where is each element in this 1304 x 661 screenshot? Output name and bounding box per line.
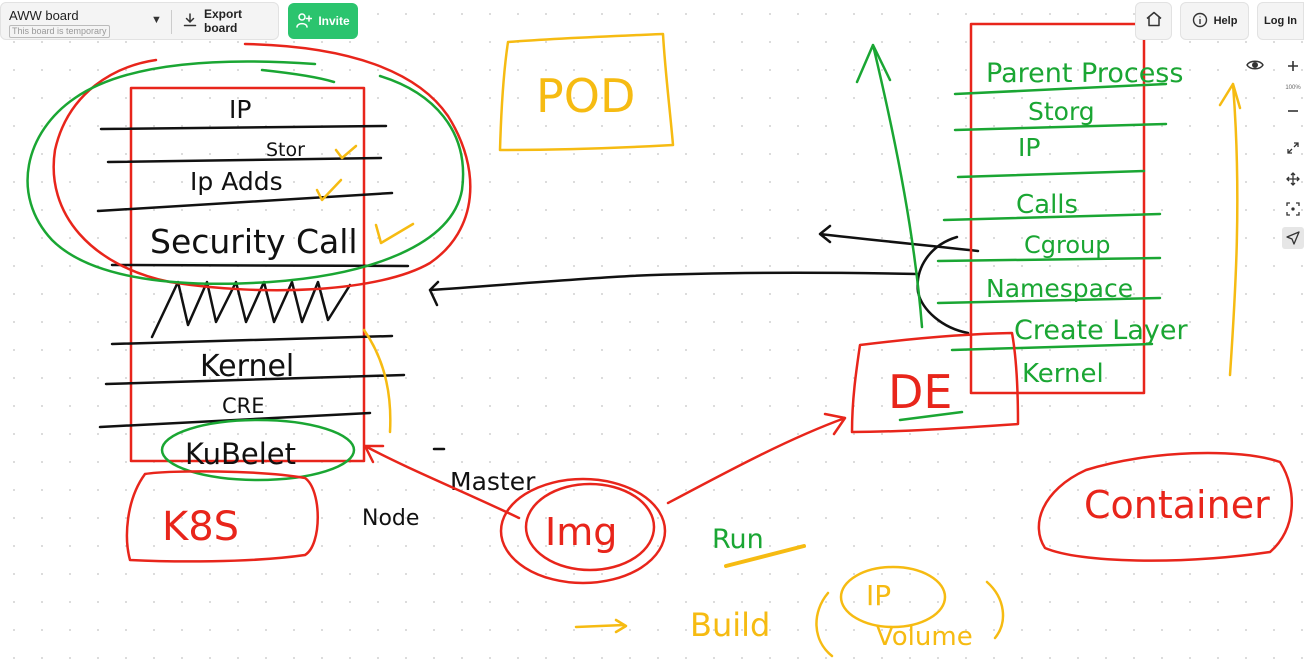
de-underline: [898, 410, 964, 422]
master-label: Master: [450, 467, 536, 496]
de-shape: [850, 331, 1020, 434]
export-board-button[interactable]: Export board: [177, 3, 278, 39]
download-icon: [183, 12, 197, 30]
build-paren-right: [985, 580, 1005, 640]
build-ip-label: IP: [866, 579, 891, 612]
help-button[interactable]: Help: [1180, 2, 1249, 40]
right-label-namespace: Namespace: [986, 274, 1133, 303]
calls-arc: [916, 235, 970, 335]
img-to-kubelet-arrow: [363, 444, 521, 520]
add-user-icon: [296, 12, 313, 31]
node-label: Node: [362, 506, 419, 531]
move-icon[interactable]: [1282, 168, 1304, 190]
img-label: Img: [545, 510, 617, 554]
left-checkmarks: [315, 144, 415, 245]
expand-icon[interactable]: [1282, 137, 1304, 159]
kubelet-ellipse: [160, 418, 356, 482]
img-to-de-arrow: [666, 412, 847, 505]
help-label: Help: [1213, 15, 1238, 27]
de-label: DE: [888, 365, 953, 419]
plus-icon[interactable]: [1282, 55, 1304, 77]
right-stack-labels: Parent Process Storg IP Calls Cgroup Nam…: [986, 58, 1188, 389]
divider: [171, 10, 172, 34]
build-paren-left: [815, 591, 834, 658]
left-label-cre: CRE: [222, 394, 265, 418]
img-ellipse-outer: [499, 477, 667, 585]
left-stack-dividers: [96, 124, 410, 429]
info-icon: [1192, 12, 1208, 31]
run-underline: [724, 544, 806, 568]
img-ellipse-inner: [524, 482, 656, 572]
build-label: Build: [690, 606, 770, 644]
right-label-cgroup: Cgroup: [1024, 231, 1110, 259]
right-label-storg: Storg: [1028, 97, 1095, 126]
fit-screen-icon[interactable]: [1282, 198, 1304, 220]
right-label-parent: Parent Process: [986, 58, 1183, 89]
board-name[interactable]: AWW board: [9, 8, 79, 23]
login-label: Log In: [1264, 15, 1297, 27]
container-label: Container: [1084, 483, 1270, 527]
left-label-kubelet: KuBelet: [185, 437, 296, 471]
left-label-security: Security Call: [150, 222, 358, 261]
chevron-down-icon[interactable]: ▼: [151, 14, 162, 26]
home-button[interactable]: [1135, 2, 1172, 40]
board-temporary-note: This board is temporary: [9, 25, 110, 38]
k8s-label: K8S: [162, 504, 239, 550]
left-label-ip: IP: [229, 95, 251, 124]
build-arrow: [574, 618, 628, 634]
green-up-arrow: [855, 43, 924, 329]
left-stack-labels: IP Stor Ip Adds Security Call Kernel CRE…: [150, 95, 358, 471]
invite-label: Invite: [318, 14, 350, 28]
volume-label: Volume: [876, 622, 973, 652]
invite-button[interactable]: Invite: [288, 3, 358, 39]
home-icon: [1145, 10, 1163, 33]
from-de-arrow: [818, 224, 980, 253]
right-stack-box: [969, 22, 1146, 395]
top-ellipse-red: [52, 42, 472, 292]
right-label-kernel: Kernel: [1022, 359, 1104, 389]
right-label-layer: Create Layer: [1014, 315, 1188, 346]
top-ellipse-green-tail: [260, 68, 336, 84]
pod-label: POD: [536, 69, 635, 123]
left-label-kernel: Kernel: [200, 349, 294, 384]
pod-box: [498, 32, 675, 152]
yellow-up-arrow: [1218, 82, 1242, 377]
export-board-label: Export board: [204, 7, 243, 35]
right-stack-dividers: [936, 82, 1168, 352]
zoom-level: 100%: [1285, 85, 1301, 91]
right-label-calls: Calls: [1016, 190, 1078, 220]
ip-volume-circle: [839, 565, 947, 629]
run-label: Run: [712, 524, 764, 555]
k8s-shape: [125, 470, 319, 563]
minus-icon[interactable]: [1282, 100, 1304, 122]
left-stack-box: [129, 86, 366, 463]
right-label-ip: IP: [1018, 133, 1040, 162]
container-shape: [1037, 451, 1294, 562]
calls-arrow: [428, 271, 920, 307]
login-button[interactable]: Log In: [1257, 2, 1304, 40]
left-label-stor: Stor: [266, 139, 305, 161]
pointer-icon[interactable]: [1282, 227, 1304, 249]
left-label-ipadds: Ip Adds: [190, 167, 283, 196]
board-menu[interactable]: AWW board This board is temporary ▼ Expo…: [0, 2, 279, 40]
eye-icon[interactable]: [1244, 55, 1266, 75]
stack-bracket: [362, 328, 392, 434]
top-ellipse-green: [26, 60, 465, 286]
